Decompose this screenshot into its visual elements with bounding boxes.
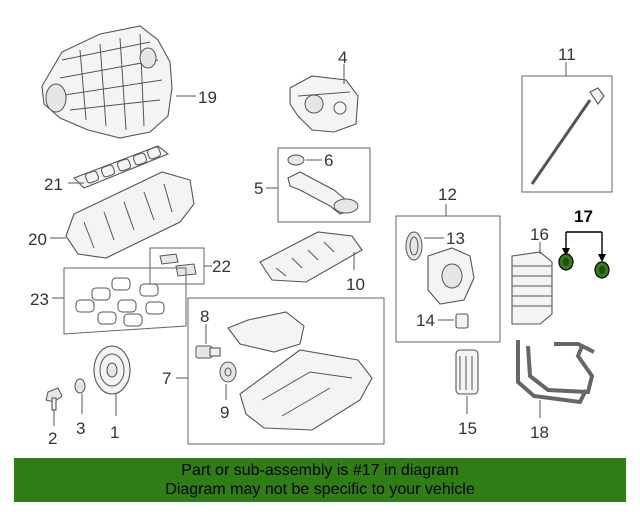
callout-18[interactable]: 18 [530, 423, 549, 442]
callout-14[interactable]: 14 [416, 311, 435, 330]
banner-line-1: Part or sub-assembly is #17 in diagram [181, 462, 459, 479]
part-5-oil-pickup-tube[interactable] [287, 171, 359, 215]
part-20-lower-intake[interactable] [65, 171, 195, 259]
part-19-intake-manifold[interactable] [41, 25, 173, 139]
part-12-box [395, 215, 501, 343]
part-16-oil-cooler[interactable] [511, 251, 553, 325]
parts-diagram: 19 21 20 22 [28, 25, 613, 448]
callout-16[interactable]: 16 [530, 225, 549, 244]
callout-7[interactable]: 7 [162, 369, 171, 388]
part-22-gaskets[interactable] [149, 247, 205, 285]
part-23-gasket-set[interactable] [63, 267, 187, 335]
callout-3[interactable]: 3 [76, 419, 85, 438]
callout-17[interactable]: 17 [574, 207, 593, 226]
part-9-washer[interactable] [219, 361, 237, 383]
part-12-filter-adapter[interactable] [427, 247, 475, 305]
part-11-dipstick[interactable] [530, 87, 605, 185]
part-14-valve[interactable] [455, 313, 469, 329]
callout-20[interactable]: 20 [28, 230, 47, 249]
callout-21[interactable]: 21 [44, 175, 63, 194]
part-2-bolt[interactable] [45, 387, 63, 411]
part-21-intake-gasket[interactable] [73, 145, 170, 189]
callout-5[interactable]: 5 [254, 179, 263, 198]
part-8-drain-plug[interactable] [195, 345, 221, 359]
callout-13[interactable]: 13 [446, 229, 465, 248]
callout-11[interactable]: 11 [558, 45, 576, 64]
part-11-box [521, 75, 613, 193]
callout-9[interactable]: 9 [220, 403, 229, 422]
part-7-oil-pan[interactable] [227, 311, 373, 431]
callout-22[interactable]: 22 [212, 257, 231, 276]
callout-2[interactable]: 2 [48, 429, 57, 448]
callout-19[interactable]: 19 [198, 88, 217, 107]
part-7-box [187, 297, 385, 445]
part-6-o-ring[interactable] [287, 154, 305, 166]
callout-8[interactable]: 8 [200, 307, 209, 326]
callout-1[interactable]: 1 [110, 423, 119, 442]
info-banner: Part or sub-assembly is #17 in diagram D… [14, 458, 626, 502]
part-18-cooler-lines[interactable] [516, 340, 595, 405]
part-13-gasket[interactable] [405, 231, 423, 261]
part-15-oil-filter[interactable] [455, 349, 479, 395]
callout-15[interactable]: 15 [458, 419, 477, 438]
part-5-box [277, 147, 371, 223]
callout-12[interactable]: 12 [438, 185, 457, 204]
callout-6[interactable]: 6 [324, 151, 333, 170]
banner-line-2: Diagram may not be specific to your vehi… [165, 481, 475, 498]
callout-10[interactable]: 10 [346, 275, 365, 294]
part-1-crank-pulley[interactable] [93, 345, 131, 395]
part-4-oil-pump[interactable] [289, 75, 359, 133]
part-3-washer[interactable] [74, 378, 86, 394]
callout-4[interactable]: 4 [338, 48, 347, 67]
callout-23[interactable]: 23 [30, 290, 49, 309]
part-10-windage-tray[interactable] [259, 231, 363, 283]
part-17-seals[interactable] [558, 231, 610, 279]
